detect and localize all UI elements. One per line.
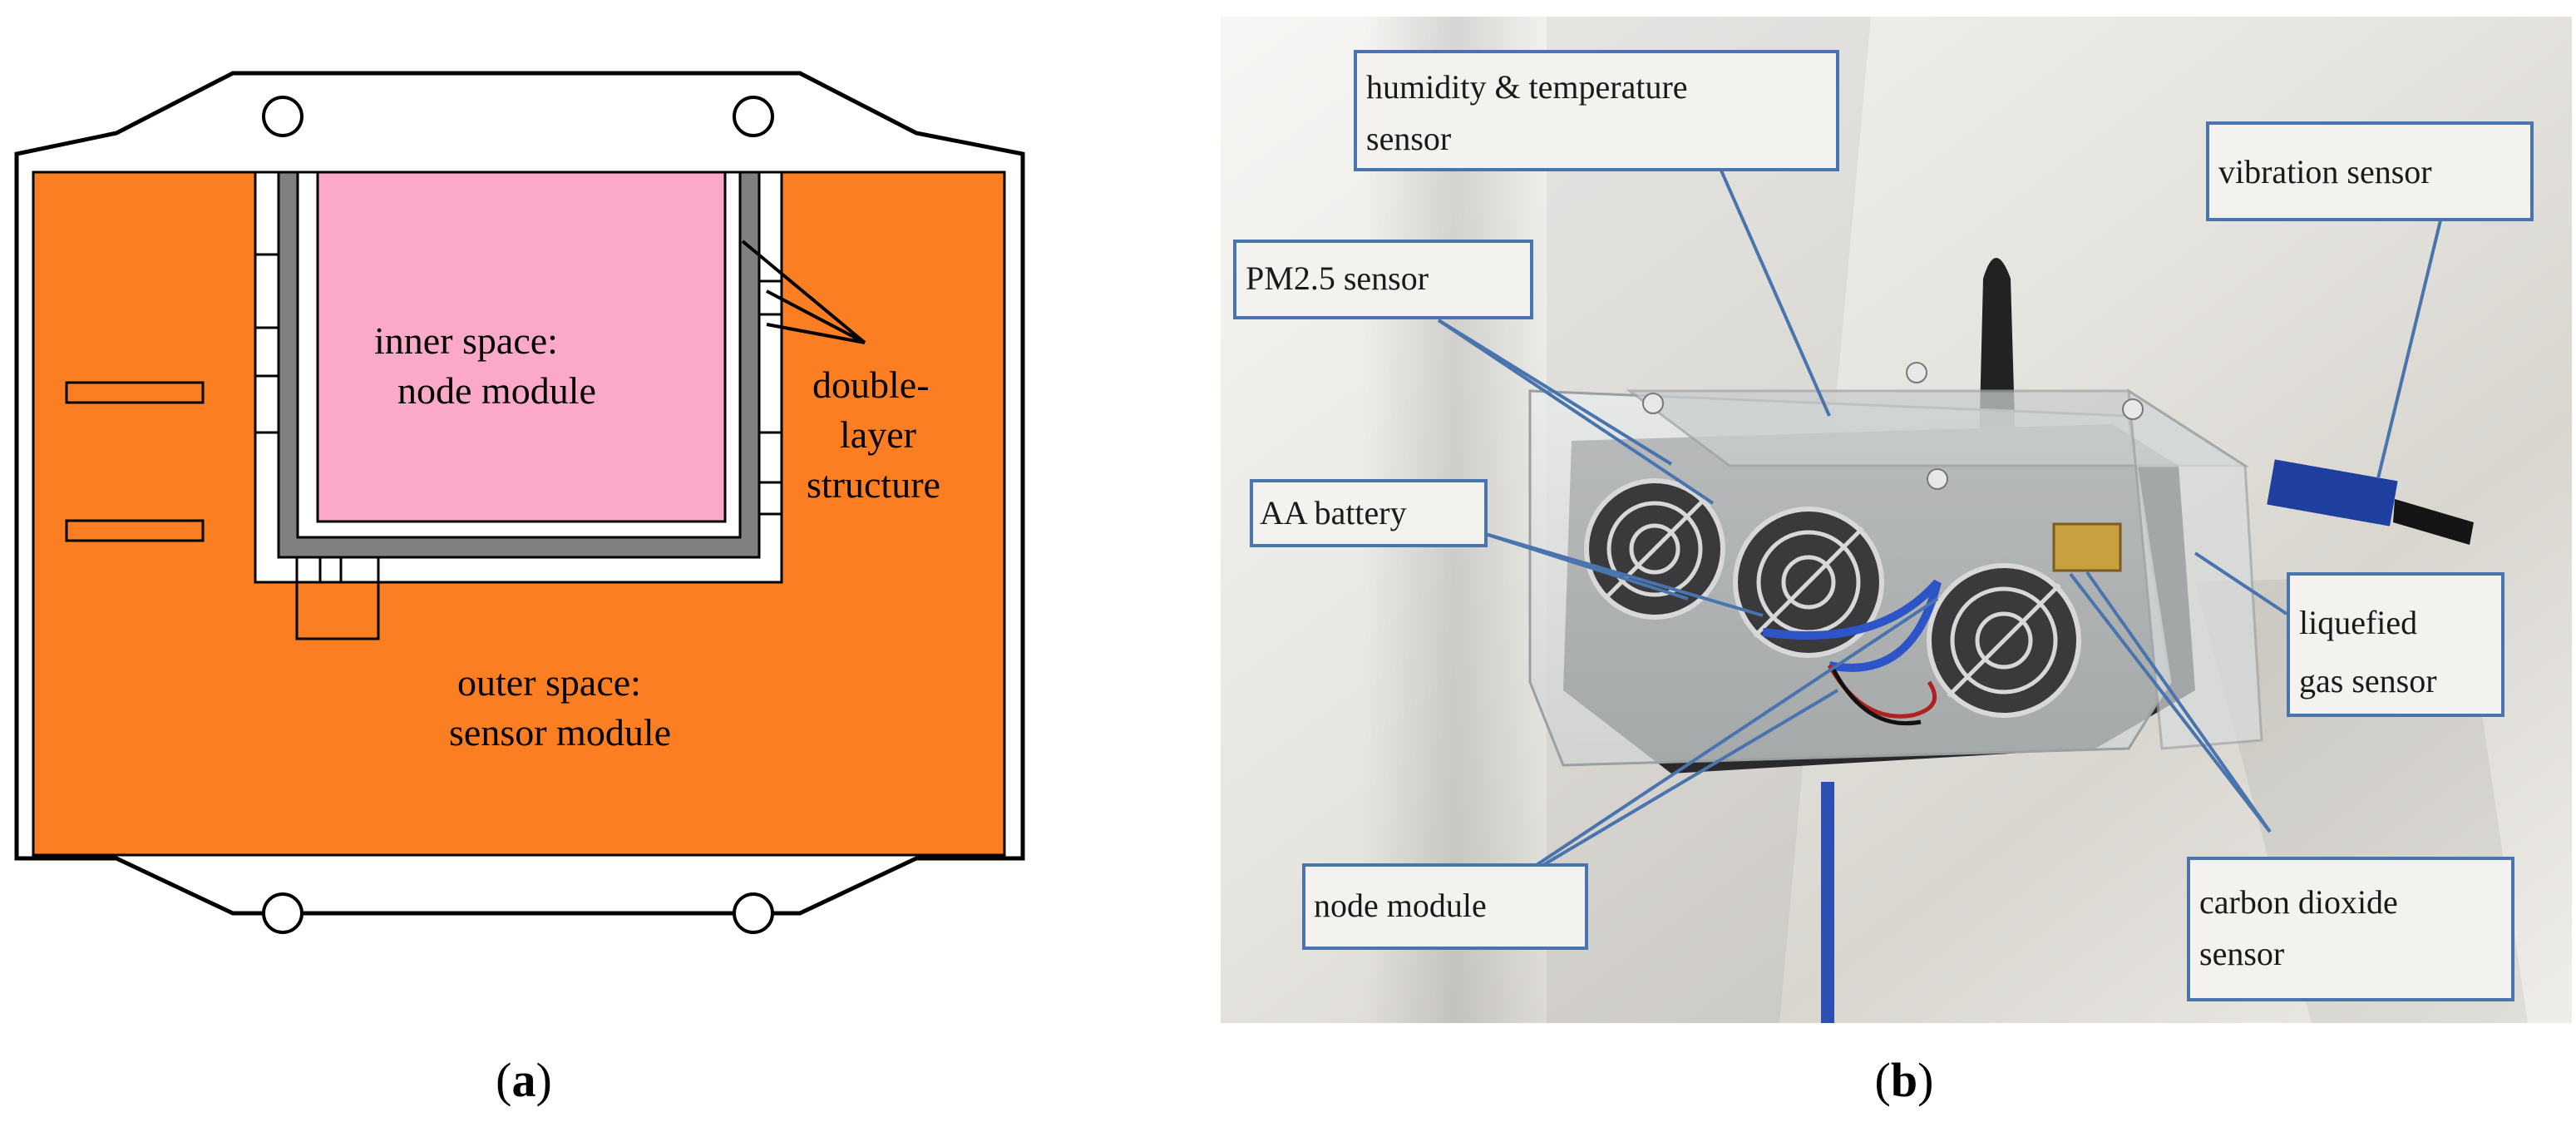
double-layer-leader-3 bbox=[766, 323, 866, 344]
callout-box-liquefied bbox=[2287, 572, 2504, 717]
vibration-sensor-board bbox=[2267, 459, 2474, 545]
slot-upper bbox=[65, 381, 205, 404]
callouts bbox=[1437, 170, 2442, 904]
leader-node-2 bbox=[1478, 597, 1939, 904]
callout-box-co2 bbox=[2187, 857, 2514, 1001]
outer-space-label-line2: sensor module bbox=[449, 711, 671, 754]
leader-humidity bbox=[1720, 170, 1831, 417]
caption-a: (a) bbox=[496, 1053, 552, 1107]
panel-b-photo: humidity & temperature sensor vibration … bbox=[1221, 17, 2572, 1023]
network-cable bbox=[1821, 782, 1834, 1023]
inner-space-label-line1: inner space: bbox=[374, 319, 558, 362]
leader-battery-2 bbox=[1479, 531, 1764, 617]
leader-liquefied bbox=[2194, 551, 2288, 615]
callout-box-node bbox=[1302, 863, 1588, 950]
co2-sensor-module bbox=[2052, 522, 2122, 572]
wall-notches bbox=[255, 253, 782, 516]
callout-box-battery bbox=[1250, 479, 1488, 547]
caption-b: (b) bbox=[1875, 1053, 1934, 1107]
panel-a-diagram: inner space: node module double- layer s… bbox=[14, 71, 1025, 934]
callout-box-vibration bbox=[2206, 121, 2534, 221]
callout-battery: AA battery bbox=[1260, 494, 1407, 531]
leader-co2 bbox=[2069, 572, 2272, 833]
callout-humidity-line1: humidity & temperature bbox=[1366, 68, 1688, 106]
double-layer-label-line1: double- bbox=[812, 363, 930, 406]
double-layer-label-line2: layer bbox=[840, 413, 916, 456]
leader-co2-2 bbox=[2085, 571, 2272, 833]
leader-pm25-2 bbox=[1437, 319, 1715, 505]
double-layer-label-line3: structure bbox=[807, 463, 940, 506]
sensor-enclosure bbox=[1528, 362, 2474, 774]
callout-boxes: humidity & temperature sensor vibration … bbox=[1233, 50, 2534, 1001]
double-layer-wall bbox=[277, 171, 761, 559]
double-layer-leader-2 bbox=[766, 289, 866, 344]
callout-humidity-line2: sensor bbox=[1366, 120, 1451, 157]
inner-space-label-line2: node module bbox=[397, 369, 596, 412]
callout-pm25: PM2.5 sensor bbox=[1246, 260, 1429, 297]
callout-co2-line2: sensor bbox=[2199, 935, 2284, 972]
callout-co2-line1: carbon dioxide bbox=[2199, 883, 2398, 921]
mounting-hole-bottom-left bbox=[262, 892, 303, 934]
callout-box-humidity bbox=[1354, 50, 1839, 171]
slot-lower bbox=[65, 519, 205, 542]
double-layer-leader-1 bbox=[741, 240, 866, 344]
mounting-hole-top-right bbox=[733, 96, 774, 137]
outer-space-label-line1: outer space: bbox=[457, 661, 641, 704]
callout-node: node module bbox=[1314, 887, 1487, 924]
bottom-connector-frame bbox=[295, 556, 380, 640]
leader-vibration bbox=[2376, 220, 2442, 479]
fan-right bbox=[1927, 563, 2081, 718]
fan-left bbox=[1584, 478, 1725, 620]
callout-box-pm25 bbox=[1233, 240, 1533, 319]
inner-space-region bbox=[316, 171, 727, 523]
callout-liquefied-line2: gas sensor bbox=[2299, 662, 2437, 699]
callout-liquefied-line1: liquefied bbox=[2299, 604, 2417, 641]
callout-vibration: vibration sensor bbox=[2218, 153, 2432, 190]
mounting-hole-bottom-right bbox=[733, 892, 774, 934]
mounting-hole-top-left bbox=[262, 96, 303, 137]
